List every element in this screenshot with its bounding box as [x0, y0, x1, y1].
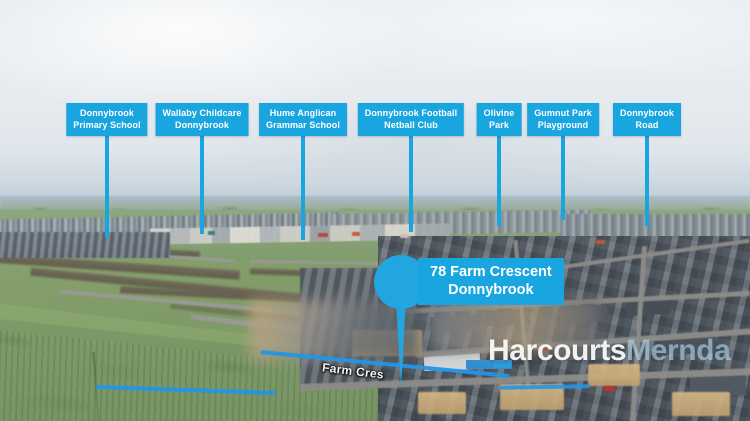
- poi-label-line-1: Hume Anglican: [269, 108, 337, 118]
- poi-label-line-1: Donnybrook: [80, 108, 134, 118]
- construction-sand: [588, 364, 640, 386]
- blurred-privacy-region: [430, 300, 600, 352]
- poi-label-line-2: Playground: [537, 119, 589, 130]
- poi-leader-line-hume-anglican-grammar-school: [301, 132, 305, 240]
- poi-label-line-2: Road: [635, 119, 659, 130]
- address-line-1: 78 Farm Crescent: [430, 264, 552, 280]
- address-line-2: Donnybrook: [448, 282, 534, 298]
- teal-roof: [208, 231, 215, 235]
- distant-town-right: [560, 214, 750, 238]
- watermark-primary: Harcourts: [488, 334, 627, 367]
- property-pin-stem: [396, 300, 406, 388]
- poi-label-line-1: Olivine: [483, 108, 515, 118]
- construction-sand: [418, 392, 466, 414]
- agency-watermark: HarcourtsMernda: [488, 334, 731, 368]
- poi-leader-line-donnybrook-primary-school: [105, 132, 109, 238]
- poi-leader-line-wallaby-childcare-donnybrook: [200, 132, 204, 234]
- near-left-houses: [0, 232, 170, 258]
- blurred-privacy-region: [250, 300, 420, 360]
- poi-label-line-1: Gumnut Park: [534, 108, 592, 118]
- poi-label-line-1: Donnybrook: [620, 108, 674, 118]
- poi-label-line-2: Park: [489, 119, 509, 130]
- poi-label-line-1: Donnybrook Football: [364, 108, 458, 118]
- blue-site-container: [466, 360, 512, 369]
- poi-label-line-1: Wallaby Childcare: [162, 108, 242, 118]
- poi-leader-line-donnybrook-road: [645, 132, 649, 226]
- property-address-label: 78 Farm Crescent Donnybrook: [418, 258, 564, 305]
- red-vehicle: [604, 386, 615, 391]
- watermark-accent-bar: [494, 364, 511, 368]
- red-roof: [318, 233, 328, 237]
- poi-leader-line-donnybrook-football-netball-club: [409, 132, 413, 232]
- poi-label-line-2: Donnybrook: [174, 119, 229, 130]
- orange-roof: [352, 232, 360, 236]
- poi-leader-line-olivine-park: [497, 132, 501, 226]
- watermark-secondary: Mernda: [626, 334, 731, 367]
- terracotta-roof: [596, 240, 605, 244]
- pale-roof: [400, 234, 409, 238]
- poi-label-line-2: Primary School: [73, 119, 141, 130]
- poi-label-line-2: Netball Club: [384, 119, 438, 130]
- construction-sand: [672, 392, 730, 416]
- poi-label-line-2: Grammar School: [266, 119, 340, 130]
- poi-leader-line-gumnut-park-playground: [561, 132, 565, 220]
